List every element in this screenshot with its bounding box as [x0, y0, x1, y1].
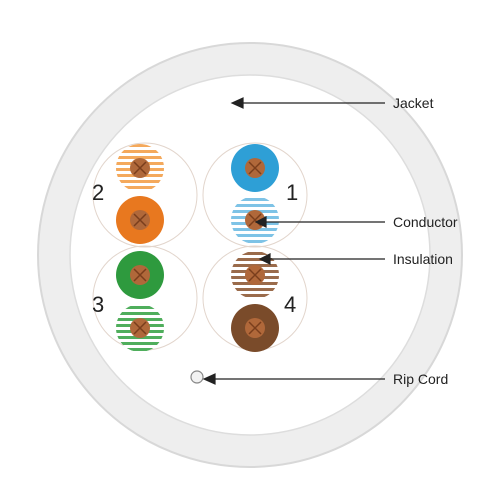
- wire-blue-white: [231, 196, 279, 244]
- wire-brown: [231, 304, 279, 352]
- label-jacket: Jacket: [393, 95, 434, 111]
- pair-3: 3: [92, 251, 164, 352]
- callout-lines: [202, 97, 385, 385]
- pair-number-3: 3: [92, 292, 104, 317]
- label-conductor: Conductor: [393, 214, 458, 230]
- label-rip-cord: Rip Cord: [393, 371, 448, 387]
- wire-blue: [231, 144, 279, 192]
- rip-cord: [190, 370, 204, 384]
- wire-green: [116, 251, 164, 299]
- wire-brown-white: [231, 251, 279, 299]
- pair-2: 2: [92, 144, 164, 244]
- pair-number-1: 1: [286, 180, 298, 205]
- wire-green-white: [116, 304, 164, 352]
- pair-number-2: 2: [92, 180, 104, 205]
- wire-orange-white: [116, 144, 164, 192]
- pair-number-4: 4: [284, 292, 296, 317]
- pair-1: 1: [231, 144, 298, 244]
- label-insulation: Insulation: [393, 251, 453, 267]
- wire-orange: [116, 196, 164, 244]
